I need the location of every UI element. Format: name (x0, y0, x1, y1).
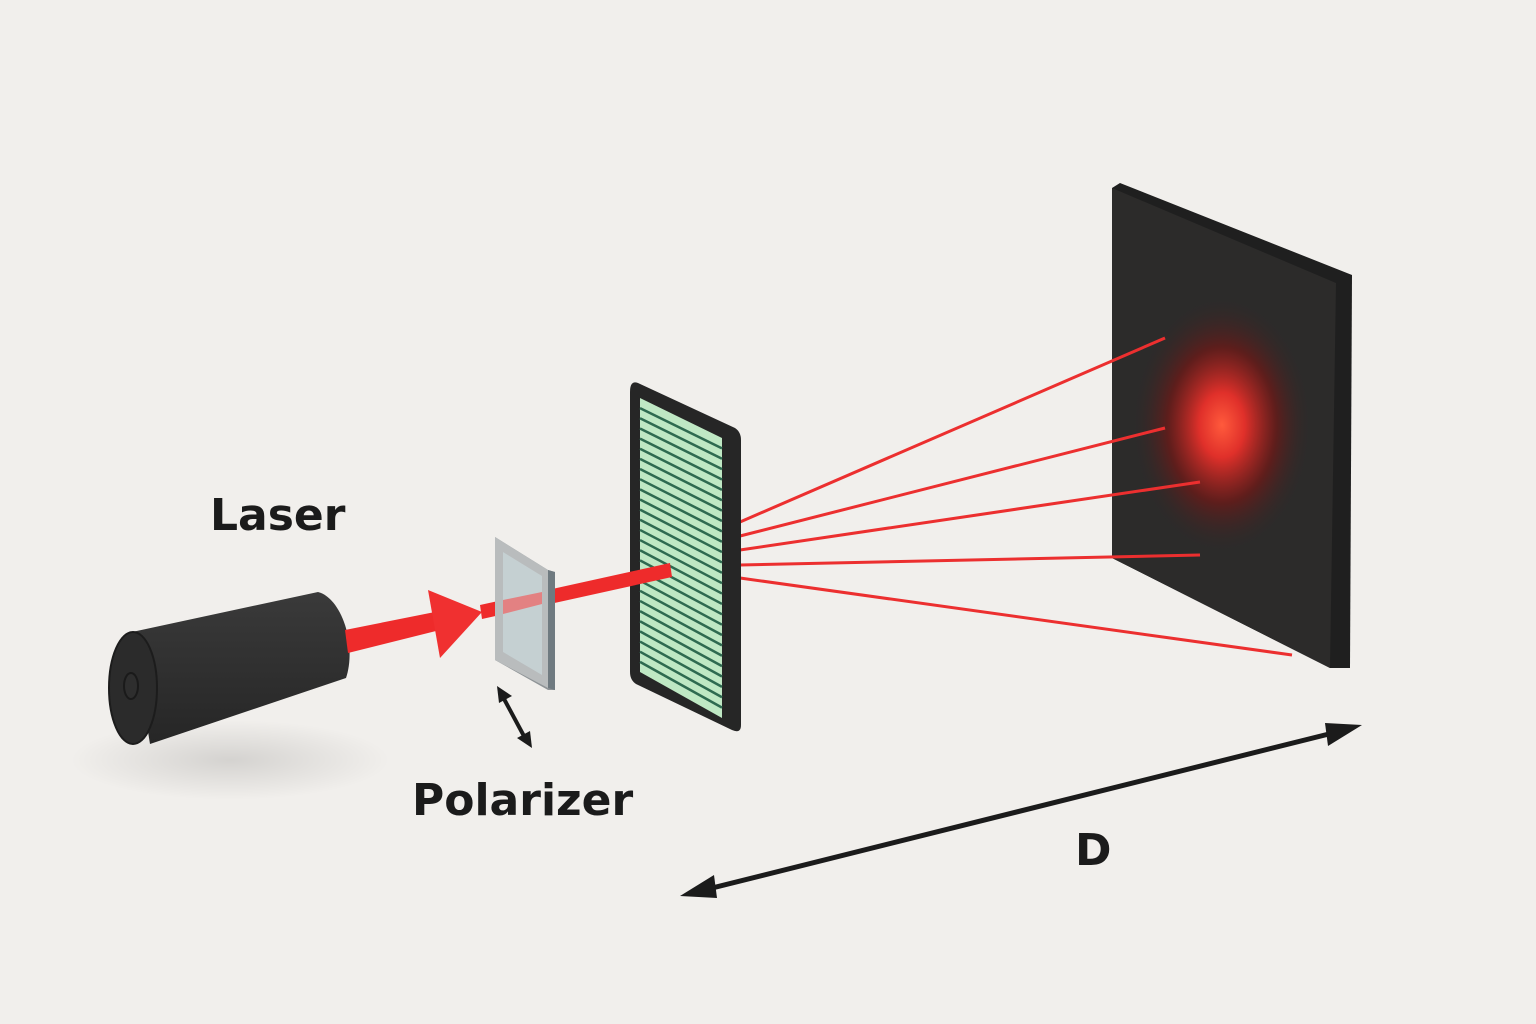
grating-line (639, 518, 723, 564)
polarizer-label: Polarizer (412, 775, 633, 826)
grating-line (639, 447, 723, 491)
grating-line (639, 549, 723, 595)
polarizer (495, 537, 555, 690)
ray (739, 480, 1201, 552)
laser-aperture (123, 672, 139, 700)
distance-arrow (680, 723, 1362, 898)
distance-label: D (1075, 825, 1112, 876)
grating-line (639, 660, 723, 709)
laser (108, 592, 350, 745)
grating-line (639, 589, 723, 637)
grating-line (639, 467, 723, 512)
grating-line (639, 508, 723, 554)
grating-line (639, 610, 723, 657)
grating-line (639, 528, 723, 574)
laser-beam-arrow (345, 590, 482, 658)
grating-line (639, 630, 723, 678)
grating-line (639, 620, 723, 668)
diffracted-rays (739, 336, 1293, 657)
grating-line (639, 478, 723, 523)
diffraction-grating (630, 382, 741, 732)
grating-line (639, 640, 723, 688)
polarization-arrow-icon (497, 686, 532, 748)
grating-line (639, 457, 723, 502)
grating-line (639, 407, 723, 450)
grating-line (639, 427, 723, 471)
grating-line (639, 538, 723, 585)
diffraction-pattern (1112, 188, 1336, 668)
grating-line (639, 437, 723, 481)
grating-line (639, 599, 723, 647)
grating-line (639, 488, 723, 533)
ray (739, 553, 1201, 567)
screen (1112, 183, 1352, 668)
ray (739, 576, 1293, 657)
grating-line (639, 650, 723, 699)
grating-line (639, 498, 723, 543)
grating-line (639, 579, 723, 626)
ray (739, 336, 1166, 524)
grating-line (639, 417, 723, 460)
ray (739, 426, 1166, 538)
laser-label: Laser (210, 490, 346, 541)
